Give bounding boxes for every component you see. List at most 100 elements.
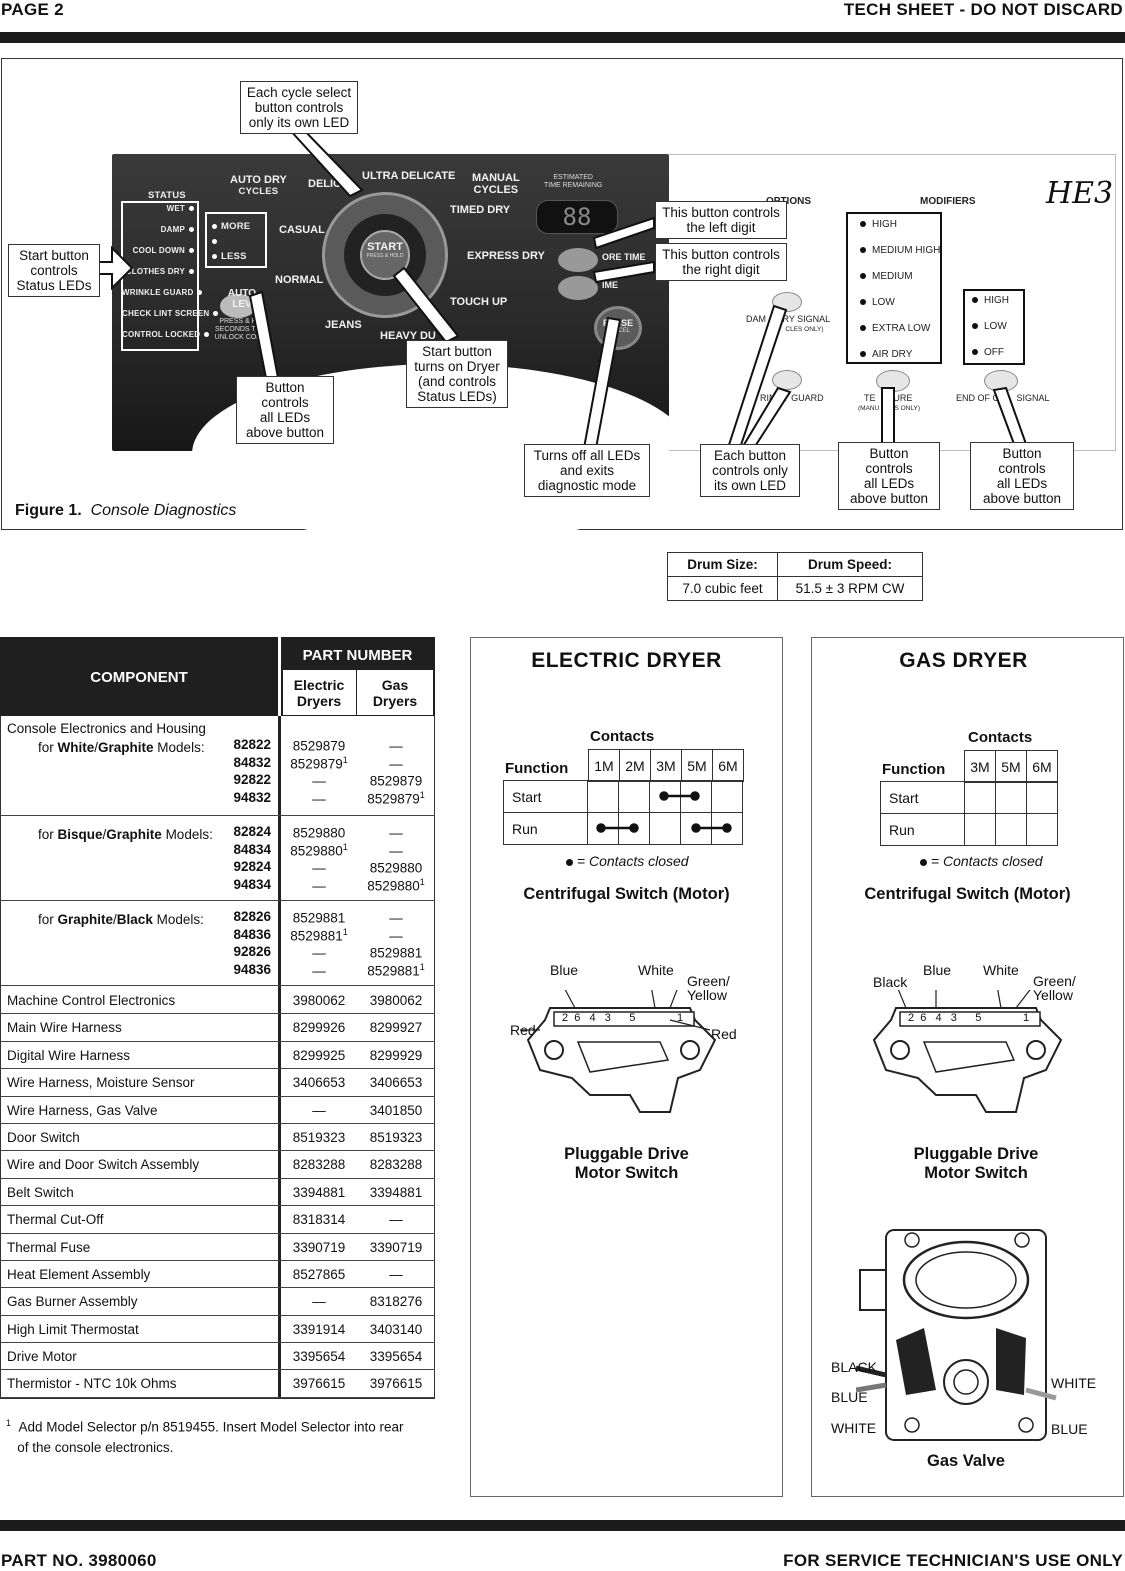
drum-speed-value: 51.5 ± 3 RPM CW bbox=[777, 576, 923, 601]
model-number: 84836 bbox=[233, 926, 271, 942]
temp-low: Low bbox=[872, 297, 895, 308]
manual-cycles-label: Manual Cycles bbox=[472, 172, 520, 196]
electric-wire-green: Green/Yellow bbox=[687, 973, 730, 1003]
temp-high: High bbox=[872, 219, 897, 230]
gas-part: — bbox=[389, 1266, 403, 1282]
model-number: 84832 bbox=[233, 754, 271, 770]
component-name: Digital Wire Harness bbox=[7, 1047, 131, 1063]
press-hold-label: Press & H Seconds To Unlock Con bbox=[214, 318, 262, 341]
electric-part: — bbox=[312, 963, 326, 978]
gas-wire-blue: Blue bbox=[923, 962, 952, 978]
component-name: Belt Switch bbox=[7, 1184, 74, 1200]
status-wet: Wet bbox=[166, 204, 185, 213]
gas-part: 8529879 bbox=[369, 773, 423, 789]
console-group-models: for Bisque/Graphite Models: bbox=[38, 827, 213, 842]
gas-valve-blue-right: BLUE bbox=[1051, 1421, 1088, 1437]
gas-part: — bbox=[389, 825, 403, 841]
electric-part: 8299925 bbox=[292, 1047, 346, 1063]
electric-run-contact-2 bbox=[691, 823, 732, 833]
gas-part: — bbox=[389, 756, 403, 771]
he3-logo: HE3 bbox=[1046, 176, 1114, 211]
gas-switch-title: Centrifugal Switch (Motor) bbox=[864, 885, 1071, 903]
temp-medium-high: Medium High bbox=[872, 245, 941, 256]
gas-part: 3976615 bbox=[369, 1376, 423, 1392]
electric-switch-title: Centrifugal Switch (Motor) bbox=[523, 885, 730, 903]
electric-part: 8299926 bbox=[292, 1020, 346, 1036]
gas-wire-black: Black bbox=[873, 974, 908, 990]
gas-wire-green: Green/Yellow bbox=[1033, 973, 1076, 1003]
modifiers-title: Modifiers bbox=[920, 196, 976, 207]
electric-part: — bbox=[312, 945, 326, 961]
gas-part: — bbox=[389, 910, 403, 926]
gas-part: 3394881 bbox=[369, 1184, 423, 1200]
drum-size-header: Drum Size: bbox=[667, 552, 778, 577]
wrinkle-guard-button[interactable] bbox=[772, 370, 802, 390]
gas-valve-drawing bbox=[856, 1229, 1057, 1441]
component-header: COMPONENT bbox=[90, 669, 188, 686]
electric-contacts-label: Contacts bbox=[590, 728, 655, 745]
component-name: Wire and Door Switch Assembly bbox=[7, 1157, 200, 1173]
gas-part: 85298791 bbox=[367, 789, 425, 807]
component-name: Machine Control Electronics bbox=[7, 993, 176, 1008]
gas-dryer-title: GAS DRYER bbox=[899, 649, 1028, 672]
page-number: PAGE 2 bbox=[1, 0, 64, 19]
arrow-left-digit bbox=[592, 216, 655, 250]
electric-part: — bbox=[312, 773, 326, 789]
status-wrinkle-guard: Wrinkle Guard bbox=[122, 288, 194, 297]
cycle-jeans: Jeans bbox=[325, 319, 362, 331]
less-time-button[interactable] bbox=[558, 276, 598, 300]
callout-arrows bbox=[95, 124, 1028, 449]
electric-part: 8519323 bbox=[292, 1129, 346, 1145]
temp-air-dry: Air Dry bbox=[872, 349, 913, 360]
auto-dry-cycles-label: Auto Dry Cycles bbox=[230, 174, 287, 197]
start-sub-label: Press & Hold bbox=[366, 253, 404, 259]
less-time-label: ime bbox=[602, 280, 619, 290]
cycle-casual: Casual bbox=[279, 224, 325, 236]
component-name: Gas Burner Assembly bbox=[7, 1294, 138, 1310]
parts-row: Gas Burner Assembly—8318276 bbox=[0, 1288, 435, 1316]
gas-part: — bbox=[389, 928, 403, 943]
damp-dry-signal-label: Dam Dry Signal bbox=[746, 314, 831, 324]
gas-valve-white-left: WHITE bbox=[831, 1420, 877, 1436]
status-title: Status bbox=[148, 190, 186, 201]
parts-table-frame bbox=[0, 716, 435, 1399]
gas-part: 8529881 bbox=[369, 945, 423, 961]
status-damp: Damp bbox=[160, 225, 185, 234]
gas-contacts-label: Contacts bbox=[968, 729, 1033, 746]
cycle-touch-up: Touch Up bbox=[450, 296, 508, 308]
gas-part: 8299929 bbox=[369, 1047, 423, 1063]
electric-start-contact bbox=[659, 791, 700, 801]
auto-level-label: Auto Lev bbox=[227, 288, 257, 310]
component-name: Heat Element Assembly bbox=[7, 1266, 151, 1282]
electric-part: — bbox=[312, 1102, 326, 1118]
gas-part: 85298811 bbox=[367, 961, 425, 979]
gas-valve-title: Gas Valve bbox=[927, 1452, 1005, 1470]
gas-function-label: Function bbox=[882, 761, 946, 778]
bottom-rule bbox=[0, 1520, 1125, 1531]
gas-part: 8318276 bbox=[369, 1294, 423, 1310]
more-time-button[interactable] bbox=[558, 248, 598, 272]
electric-part: 85298801 bbox=[290, 841, 348, 859]
electric-legend: = Contacts closed bbox=[566, 853, 689, 869]
signal-low: Low bbox=[984, 321, 1007, 332]
more-less-box bbox=[205, 212, 267, 268]
status-cool-down: Cool Down bbox=[132, 246, 185, 255]
electric-pin-numbers: 2 6 4 3 5 bbox=[562, 1012, 636, 1024]
electric-wire-blue: Blue bbox=[550, 962, 579, 978]
component-name: Drive Motor bbox=[7, 1349, 77, 1365]
